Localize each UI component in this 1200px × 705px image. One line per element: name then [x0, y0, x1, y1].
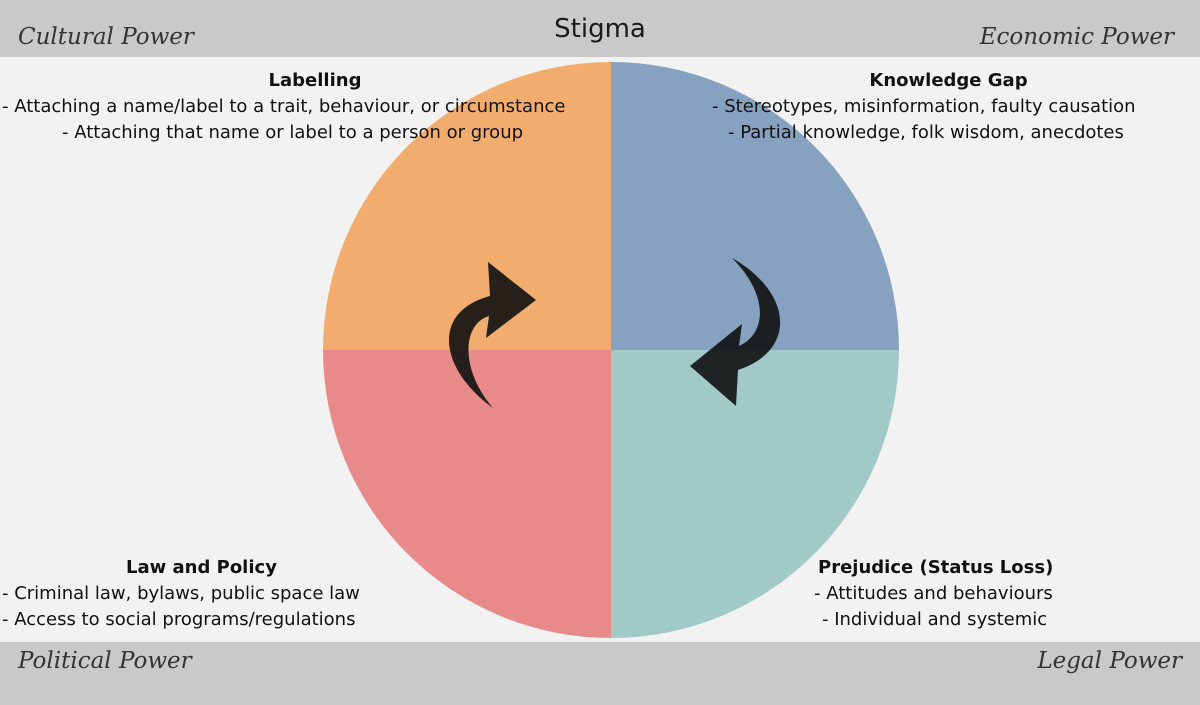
curved-arrow-right-icon [690, 258, 781, 406]
labelling-heading: Labelling [268, 70, 362, 91]
bottom-band [0, 642, 1200, 705]
top-band [0, 0, 1200, 57]
corner-label-cultural-power: Cultural Power [18, 24, 194, 50]
law-and-policy-heading: Law and Policy [126, 557, 277, 578]
knowledge-gap-line-2: - Partial knowledge, folk wisdom, anecdo… [728, 122, 1124, 143]
labelling-line-1: - Attaching a name/label to a trait, beh… [2, 96, 566, 117]
prejudice-heading: Prejudice (Status Loss) [818, 557, 1054, 578]
diagram-title: Stigma [554, 14, 646, 44]
corner-label-legal-power: Legal Power [1037, 648, 1182, 674]
quadrant-prejudice [611, 350, 899, 638]
curved-arrow-left-icon [448, 262, 536, 408]
prejudice-line-2: - Individual and systemic [822, 609, 1048, 630]
law-and-policy-text-block: Law and Policy - Criminal law, bylaws, p… [0, 555, 400, 633]
corner-label-economic-power: Economic Power [979, 24, 1174, 50]
quadrant-law-and-policy [323, 350, 611, 638]
knowledge-gap-text-block: Knowledge Gap - Stereotypes, misinformat… [700, 68, 1200, 146]
labelling-text-block: Labelling - Attaching a name/label to a … [0, 68, 640, 146]
knowledge-gap-line-1: - Stereotypes, misinformation, faulty ca… [712, 96, 1136, 117]
prejudice-line-1: - Attitudes and behaviours [814, 583, 1053, 604]
quadrant-knowledge-gap [611, 62, 899, 350]
law-and-policy-line-1: - Criminal law, bylaws, public space law [2, 583, 360, 604]
prejudice-text-block: Prejudice (Status Loss) - Attitudes and … [800, 555, 1100, 633]
labelling-line-2: - Attaching that name or label to a pers… [62, 122, 524, 143]
quadrant-labelling [323, 62, 611, 350]
knowledge-gap-heading: Knowledge Gap [869, 70, 1028, 91]
corner-label-political-power: Political Power [18, 648, 192, 674]
law-and-policy-line-2: - Access to social programs/regulations [2, 609, 356, 630]
